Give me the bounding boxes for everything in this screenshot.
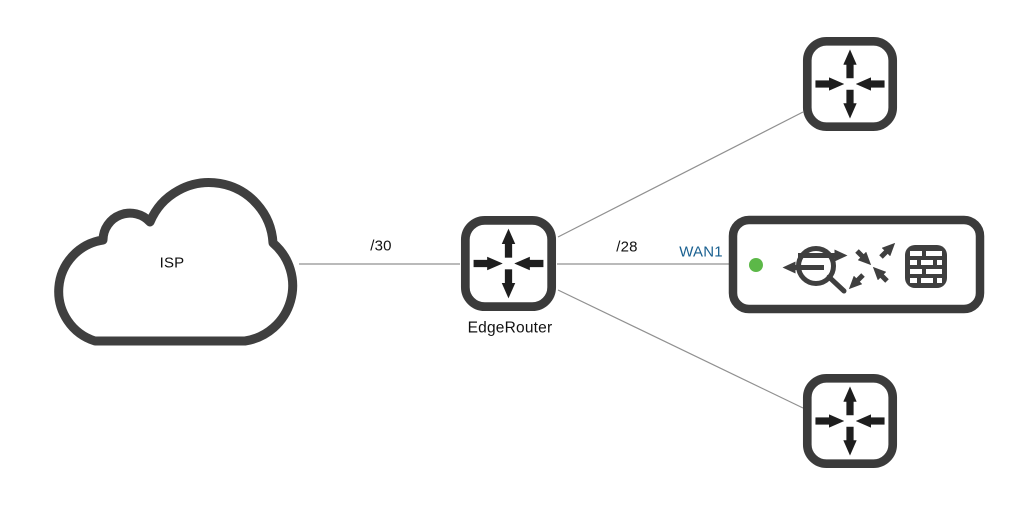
link-30-label: /30 — [370, 237, 392, 255]
remote-router-top-node[interactable] — [807, 41, 892, 126]
cloud-icon — [54, 178, 298, 346]
remote-router-bottom-node[interactable] — [807, 378, 892, 463]
wan-gateway-node[interactable] — [728, 215, 985, 314]
link-edgerouter-router-top[interactable] — [557, 111, 804, 238]
isp-label: ISP — [159, 254, 185, 272]
isp-cloud-node[interactable] — [54, 178, 298, 346]
edgerouter-node[interactable] — [465, 220, 551, 306]
edgerouter-label: EdgeRouter — [467, 319, 553, 337]
link-28-label: /28 — [616, 238, 638, 256]
firewall-icon — [905, 245, 947, 288]
status-led — [749, 258, 763, 272]
nat-icon — [848, 242, 896, 290]
link-edgerouter-router-bottom[interactable] — [557, 289, 804, 409]
wan1-port-label: WAN1 — [679, 243, 723, 261]
routing-icon — [782, 246, 848, 294]
